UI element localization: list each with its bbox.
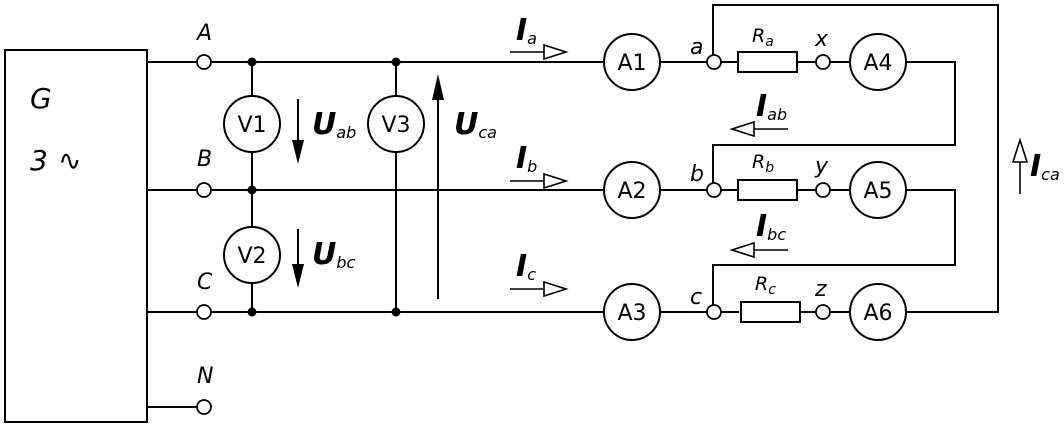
voltmeter-v1: V1 (223, 95, 281, 153)
voltmeter-v2: V2 (223, 226, 281, 284)
terminal-node-c (706, 304, 722, 320)
node-z-label: z (814, 277, 827, 302)
ammeter-a4-label: A4 (863, 51, 892, 76)
node-c-label: c (690, 285, 702, 310)
line-n-label: N (197, 364, 213, 389)
ammeter-a6: A6 (849, 283, 907, 341)
current-ic-label: Ic (516, 249, 536, 284)
line-a-label: A (195, 21, 212, 46)
terminal-node-y (815, 182, 831, 198)
resistor-ra-label: Ra (752, 25, 774, 50)
ammeter-a4: A4 (849, 33, 907, 91)
current-ib-label: Ib (516, 141, 537, 176)
current-iab-label: Iab (756, 89, 787, 124)
line-c-label: C (197, 270, 213, 295)
ammeter-a5-label: A5 (863, 179, 892, 204)
current-arrow-iab (729, 120, 788, 138)
current-arrow-ia (510, 43, 569, 61)
junction-dot-v3-top (391, 57, 401, 67)
ammeter-a6-label: A6 (863, 301, 892, 326)
voltage-ubc-label: Ubc (312, 237, 356, 272)
resistor-rb (737, 179, 798, 201)
terminal-a (196, 54, 212, 70)
resistor-rb-label: Rb (752, 151, 774, 176)
current-ica-label: Ica (1030, 149, 1060, 184)
node-x-label: x (814, 27, 829, 52)
line-b-label: B (197, 147, 212, 172)
a5-to-node-c-wire (712, 189, 956, 307)
node-y-label: y (814, 154, 829, 179)
current-ibc-label: Ibc (756, 209, 786, 244)
generator-name: G (30, 82, 52, 115)
ammeter-a2-label: A2 (617, 179, 646, 204)
current-ia-label: Ia (516, 13, 537, 48)
a4-to-node-b-wire (712, 61, 956, 185)
current-arrow-ica (1011, 137, 1029, 194)
node-a-label: a (690, 35, 703, 60)
ammeter-a1-label: A1 (617, 51, 646, 76)
voltage-arrow-uab (292, 99, 304, 164)
terminal-node-z (815, 304, 831, 320)
ammeter-a2: A2 (603, 161, 661, 219)
voltmeter-v3: V3 (367, 95, 425, 153)
junction-dot-v1-bottom (247, 185, 257, 195)
terminal-c (196, 304, 212, 320)
terminal-node-b (706, 182, 722, 198)
ammeter-a1: A1 (603, 33, 661, 91)
ammeter-a5: A5 (849, 161, 907, 219)
voltmeter-v2-label: V2 (237, 244, 266, 269)
voltmeter-v1-label: V1 (237, 113, 266, 138)
generator-phases: 3 (30, 144, 48, 177)
current-arrow-ic (510, 280, 569, 298)
current-arrow-ibc (729, 241, 788, 259)
current-arrow-ib (510, 172, 569, 190)
resistor-rc (740, 301, 801, 323)
node-b-label: b (690, 162, 704, 187)
junction-dot-v2-bottom (247, 307, 257, 317)
ammeter-a3: A3 (603, 283, 661, 341)
resistor-rc-label: Rc (755, 273, 776, 298)
voltmeter-v3-label: V3 (381, 113, 410, 138)
terminal-node-a (706, 54, 722, 70)
terminal-b (196, 182, 212, 198)
generator-ac-symbol: ∿ (58, 144, 81, 177)
junction-dot-v3-bottom (391, 307, 401, 317)
terminal-n (196, 399, 212, 415)
terminal-node-x (815, 54, 831, 70)
resistor-ra (737, 51, 798, 73)
a6-to-node-a-wire (712, 4, 999, 313)
ammeter-a3-label: A3 (617, 301, 646, 326)
voltage-arrow-ubc (292, 229, 304, 288)
voltage-uca-label: Uca (454, 107, 497, 142)
voltage-arrow-uca (432, 74, 444, 299)
voltage-uab-label: Uab (312, 107, 356, 142)
junction-dot-v1-top (247, 57, 257, 67)
generator-block (4, 49, 148, 423)
